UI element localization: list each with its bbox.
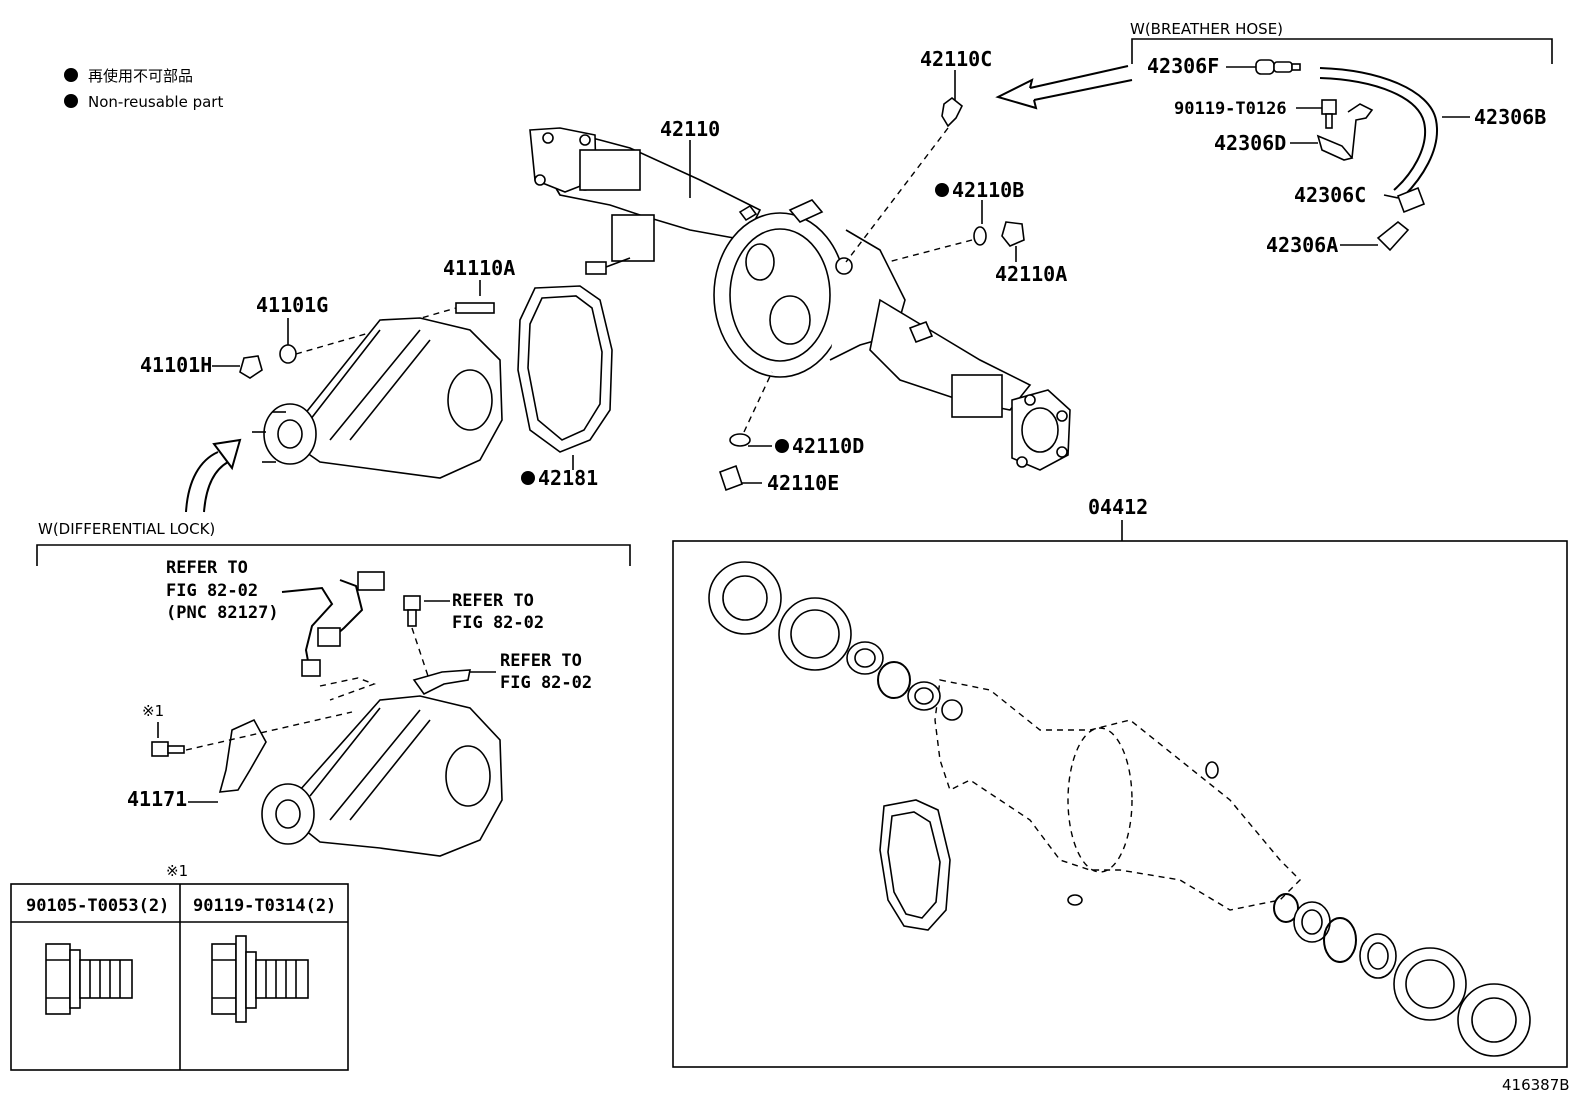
part-42110E-plug [718,464,744,492]
part-42110A-plug [1001,221,1025,247]
washer-bolt-icon [211,935,309,1023]
wire-harness [281,586,334,673]
flange-bolt-icon [45,943,133,1015]
part-41110A-stud [455,302,495,314]
label-42306D: 42306D [1214,131,1286,155]
non-reusable-bullet-icon [64,94,78,108]
bolt-col-1: 90105-T0053(2) [26,896,169,916]
figure-id: 416387B [1502,1076,1570,1094]
label-42306A: 42306A [1266,233,1338,257]
bolt-col-2: 90119-T0314(2) [193,896,336,916]
difflock-title: W(DIFFERENTIAL LOCK) [38,520,215,538]
label-41171: 41171 [127,787,187,811]
label-41110A: 41110A [443,256,515,280]
non-reusable-bullet-icon [775,439,789,453]
non-reusable-bullet-icon [521,471,535,485]
part-42110C-breather [941,96,964,128]
refer-1-line3: (PNC 82127) [166,603,279,623]
label-04412: 04412 [1088,495,1148,519]
carrier-gasket-42181 [517,285,613,453]
non-reusable-bullet-icon [64,68,78,82]
part-42110B-gasket [973,226,987,246]
main-labels: 42110C 42110 42110B 42110A 41110A 41101G… [140,47,1546,495]
refer-3-line1: REFER TO [500,651,582,671]
bolt-table: ※1 90105-T0053(2) 90119-T0314(2) [10,862,349,1071]
breather-parts [1226,59,1470,252]
label-42110A: 42110A [995,262,1067,286]
label-41101G: 41101G [256,293,328,317]
refer-1-line2: FIG 82-02 [166,581,258,601]
part-42110D-gasket [729,433,751,447]
legend: 再使用不可部品 Non-reusable part [64,67,223,111]
part-42306B-hose [1319,67,1438,197]
part-42306C-clip [1396,186,1426,214]
label-42110D: 42110D [792,434,864,458]
label-90119-T0126: 90119-T0126 [1174,99,1287,119]
note-mark-1: ※1 [142,702,164,720]
part-41171-actuator [218,718,267,793]
bolt-table-mark: ※1 [166,862,188,880]
label-42110: 42110 [660,117,720,141]
difflock-section: W(DIFFERENTIAL LOCK) REFER TO FIG 82-02 … [36,520,631,857]
label-42306B: 42306B [1474,105,1546,129]
diff-carrier-top [252,317,503,479]
refer-2-line1: REFER TO [452,591,534,611]
label-42181: 42181 [538,466,598,490]
refer-3-line2: FIG 82-02 [500,673,592,693]
label-42110C: 42110C [920,47,992,71]
breather-hose-title: W(BREATHER HOSE) [1130,20,1283,38]
part-42306A-union [1376,220,1410,252]
legend-jp: 再使用不可部品 [88,67,193,85]
part-41101H-nut [239,355,263,379]
axle-housing-42110 [529,127,1071,471]
connector-icon [357,571,385,591]
non-reusable-bullet-icon [935,183,949,197]
label-42306F: 42306F [1147,54,1219,78]
part-90119-T0126-bolt [1321,99,1337,115]
refer-2-line2: FIG 82-02 [452,613,544,633]
label-42306C: 42306C [1294,183,1366,207]
breather-arrow [995,65,1133,110]
label-41101H: 41101H [140,353,212,377]
difflock-arrow [185,438,242,513]
label-42110E: 42110E [767,471,839,495]
refer-1-line1: REFER TO [166,558,248,578]
part-42306D-bracket [1316,103,1374,161]
switch-part [412,669,471,696]
gasket-kit-04412: 04412 [672,495,1568,1068]
breather-hose-section: W(BREATHER HOSE) [1130,20,1553,64]
part-41101G-washer [279,344,297,364]
legend-en: Non-reusable part [88,93,223,111]
part-42306F-shape [1255,59,1275,75]
label-42110B: 42110B [952,178,1024,202]
